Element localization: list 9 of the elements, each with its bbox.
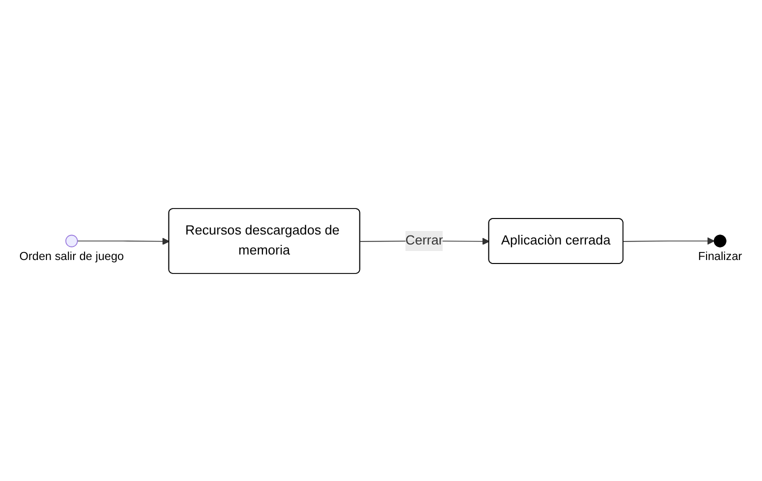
state-box: Recursos descargados de memoria xyxy=(168,208,360,274)
state-circle xyxy=(714,234,726,247)
state-box: Aplicaciòn cerrada xyxy=(488,218,624,264)
state-caption: Orden salir de juego xyxy=(19,250,124,263)
state-circle xyxy=(65,234,78,247)
state-caption: Finalizar xyxy=(698,250,742,263)
arrow xyxy=(77,237,170,244)
edge-label: Cerrar xyxy=(405,230,444,250)
arrow xyxy=(622,236,715,244)
